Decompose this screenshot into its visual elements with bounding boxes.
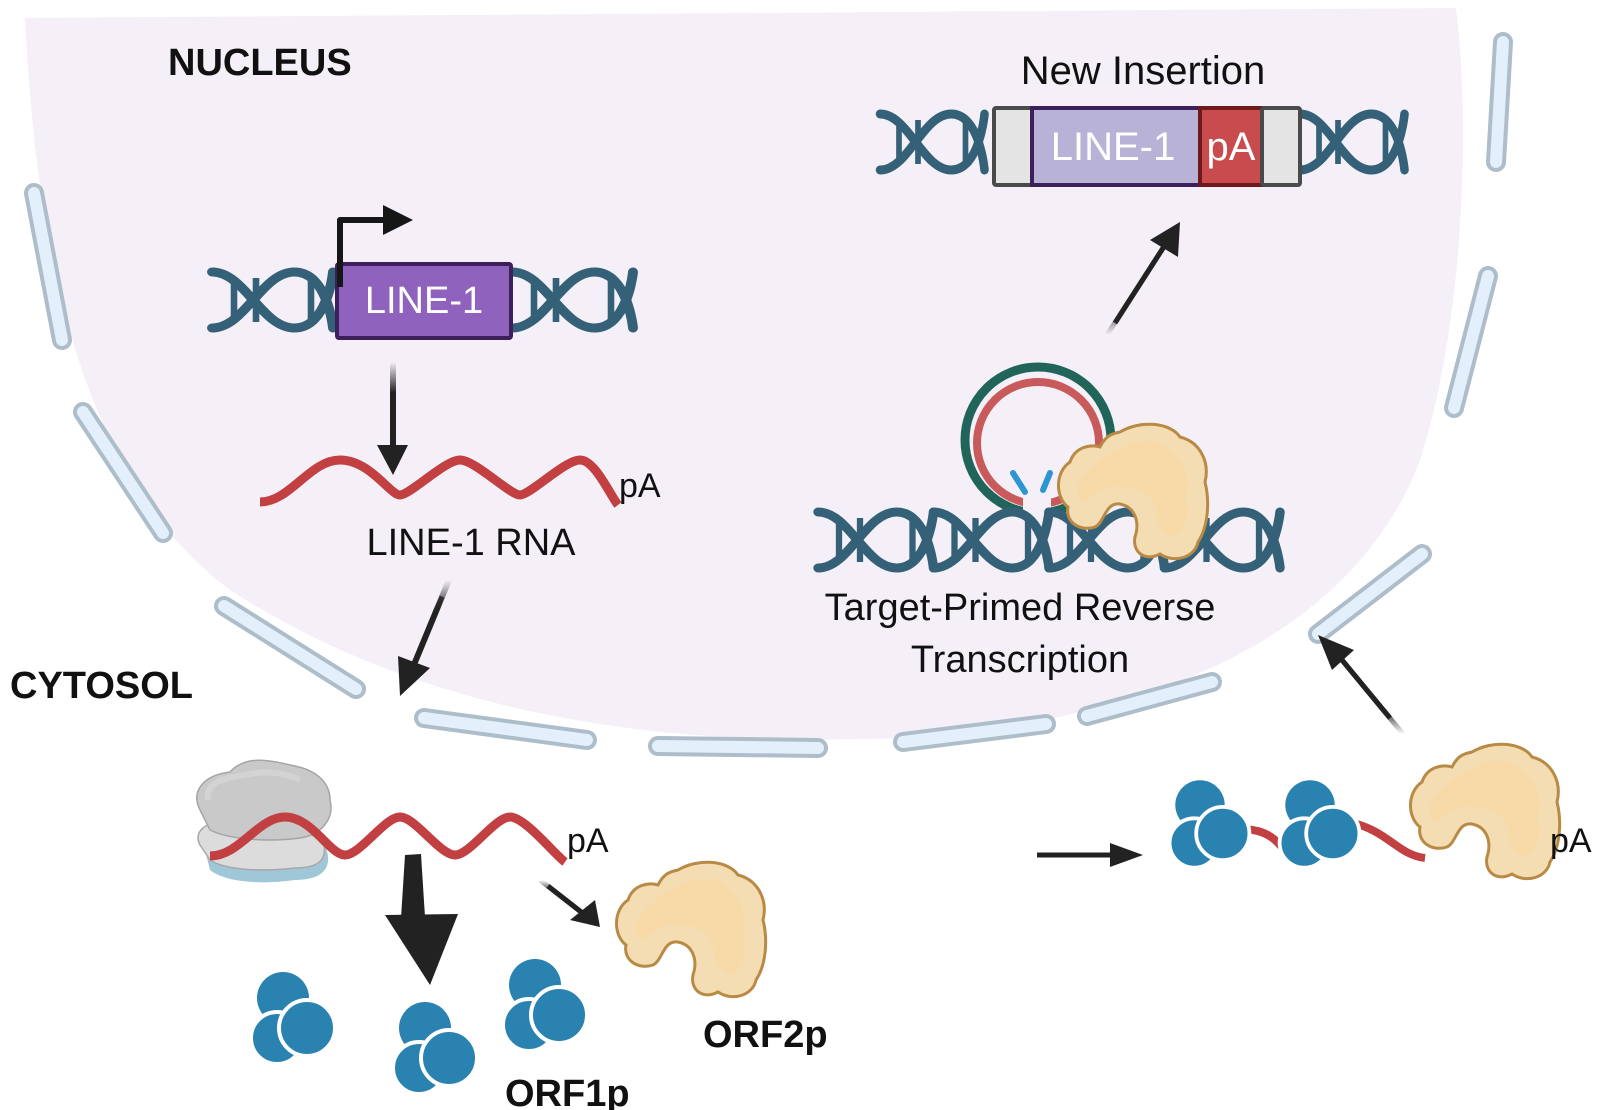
tprt-complex — [818, 362, 1280, 568]
translation-arrow-orf2p-icon — [538, 878, 600, 927]
flank-right — [1260, 106, 1302, 187]
dna-helix-left — [212, 272, 333, 328]
line1-gene-dna: LINE-1 — [212, 205, 633, 340]
primer-right-icon — [1040, 470, 1053, 493]
dna-helix-turn — [880, 114, 985, 170]
dna-helix-turn — [818, 512, 934, 568]
orf2p-label: ORF2p — [703, 1014, 828, 1056]
integration-arrow-icon — [1104, 222, 1180, 337]
tprt-label-line2: Transcription — [911, 639, 1129, 681]
flank-left — [992, 106, 1034, 187]
primer-left-icon — [1010, 470, 1028, 495]
dna-helix-right — [1300, 114, 1405, 170]
inserted-line1-box — [1030, 106, 1202, 187]
translation-arrow-orf1p-icon — [385, 854, 458, 985]
orf1p-trimer-icon — [501, 957, 589, 1053]
new-insertion-dna: LINE-1 pA — [880, 106, 1405, 187]
dna-helix-turn — [1300, 114, 1405, 170]
rna-strand-cytosol — [209, 812, 568, 866]
rnp-polya-label: pA — [1550, 822, 1592, 860]
cytosol-label: CYTOSOL — [10, 665, 193, 707]
dna-helix-turn — [512, 272, 633, 328]
ribosome-icon — [196, 759, 332, 883]
dna-helix-turn — [934, 512, 1050, 568]
rna-polya-label: pA — [619, 467, 661, 505]
line1-gene-label: LINE-1 — [365, 280, 483, 322]
rna-name-label: LINE-1 RNA — [366, 522, 576, 564]
import-arrow-icon — [1318, 635, 1405, 736]
tprt-label-line1: Target-Primed Reverse — [825, 587, 1216, 629]
inserted-line1-label: LINE-1 — [1051, 125, 1176, 169]
cyto-rna-polya-label: pA — [567, 822, 609, 860]
promoter-arrow-icon — [337, 205, 413, 287]
rna-strand — [259, 455, 622, 508]
orf1p-label: ORF1p — [505, 1073, 630, 1110]
inserted-polya-label: pA — [1207, 125, 1256, 169]
line1-gene-box — [335, 262, 513, 340]
line1-rna-nuclear: pA LINE-1 RNA — [259, 455, 661, 564]
nucleus-label: NUCLEUS — [168, 42, 352, 84]
transcription-arrow-icon — [377, 362, 408, 475]
orf1p-trimer-icon — [249, 970, 337, 1066]
dna-helix-right — [512, 272, 633, 328]
export-arrow-icon — [398, 578, 452, 696]
orf2p-protein-icon — [614, 860, 768, 999]
dna-helix-turn — [212, 272, 333, 328]
rnp-complex: pA — [1167, 742, 1592, 881]
dna-helix-left — [880, 114, 985, 170]
nuclear-membrane — [24, 32, 1513, 758]
new-insertion-title: New Insertion — [1021, 49, 1266, 93]
orf1p-trimer-icon — [391, 1000, 479, 1096]
rnp-arrow-icon — [1037, 843, 1143, 867]
